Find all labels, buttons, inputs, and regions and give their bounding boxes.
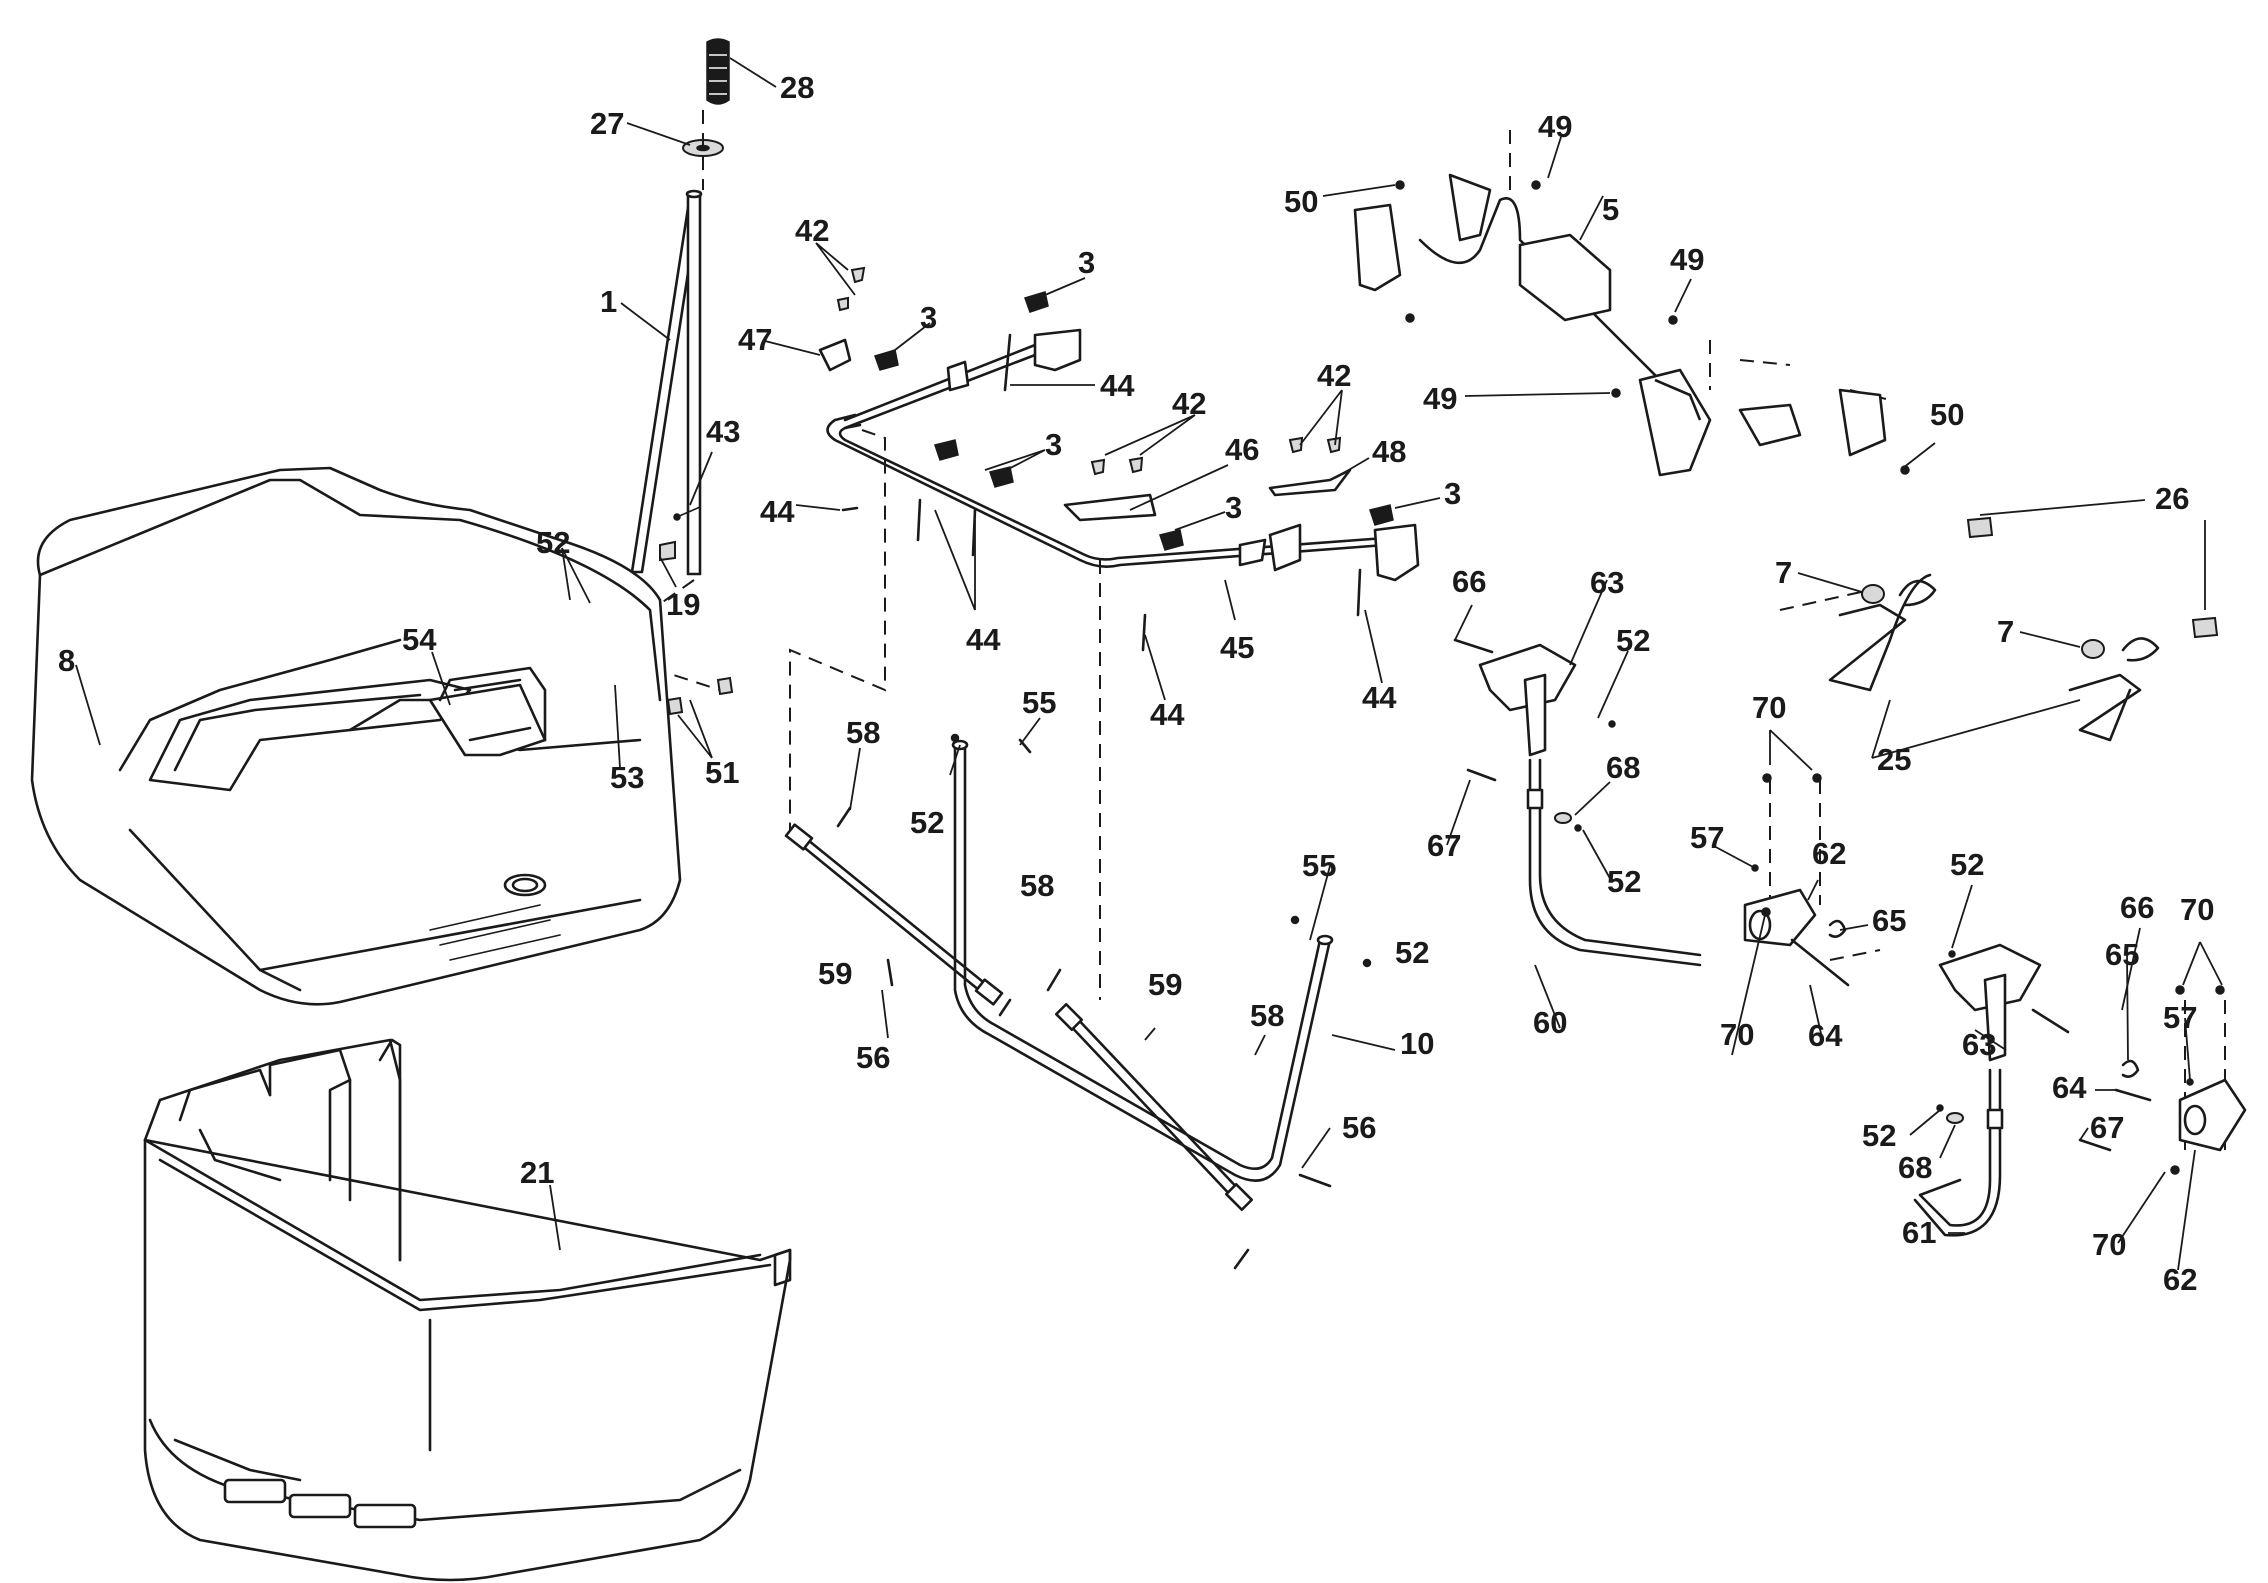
bag-frame-lower — [784, 739, 1334, 1212]
callout-3c: 3 — [1045, 427, 1062, 462]
callout-70c: 70 — [2180, 892, 2214, 927]
callout-65b: 65 — [2105, 937, 2139, 972]
callout-21: 21 — [520, 1155, 554, 1190]
callout-57a: 57 — [1690, 820, 1724, 855]
callout-58c: 58 — [1250, 998, 1284, 1033]
callout-59a: 59 — [818, 956, 852, 991]
callout-42b: 42 — [1172, 386, 1206, 421]
callout-70a: 70 — [1752, 690, 1786, 725]
callout-64b: 64 — [2052, 1070, 2087, 1105]
callout-3a: 3 — [1078, 245, 1095, 280]
callout-52c: 52 — [1395, 935, 1429, 970]
callout-59b: 59 — [1148, 967, 1182, 1002]
lift-lever-left — [1453, 638, 1850, 987]
callout-44d: 44 — [1150, 697, 1185, 732]
leader-lines — [75, 57, 2223, 1271]
callout-43: 43 — [706, 414, 740, 449]
callout-53: 53 — [610, 760, 644, 795]
callout-26: 26 — [2155, 481, 2189, 516]
frame-bolts — [836, 266, 1362, 652]
callout-60: 60 — [1533, 1005, 1567, 1040]
callout-67a: 67 — [1427, 828, 1461, 863]
callout-3b: 3 — [920, 300, 937, 335]
callout-68b: 68 — [1898, 1150, 1932, 1185]
spring-assembly — [1828, 516, 2219, 742]
callout-45: 45 — [1220, 630, 1254, 665]
callout-52f: 52 — [1950, 847, 1984, 882]
callout-44c: 44 — [966, 622, 1001, 657]
callout-56a: 56 — [856, 1040, 890, 1075]
callout-57b: 57 — [2163, 1000, 2197, 1035]
callout-27: 27 — [590, 106, 624, 141]
callout-62b: 62 — [2163, 1262, 2197, 1297]
callout-61: 61 — [1902, 1215, 1936, 1250]
callout-66b: 66 — [2120, 890, 2154, 925]
callout-66a: 66 — [1452, 564, 1486, 599]
callout-63a: 63 — [1590, 565, 1624, 600]
callout-50b: 50 — [1930, 397, 1964, 432]
callout-7b: 7 — [1997, 614, 2014, 649]
callouts: 28 27 1 43 52 19 54 8 53 51 21 42 3 47 3… — [58, 70, 2214, 1297]
callout-44a: 44 — [1100, 368, 1135, 403]
callout-70b: 70 — [1720, 1017, 1754, 1052]
callout-49a: 49 — [1538, 109, 1572, 144]
callout-47: 47 — [738, 322, 772, 357]
callout-55a: 55 — [1022, 685, 1056, 720]
callout-44e: 44 — [1362, 680, 1397, 715]
small-fasteners — [1608, 720, 2225, 1175]
callout-56b: 56 — [1342, 1110, 1376, 1145]
callout-42a: 42 — [795, 213, 829, 248]
callout-48: 48 — [1372, 434, 1406, 469]
callout-7a: 7 — [1775, 555, 1792, 590]
callout-1: 1 — [600, 284, 617, 319]
bag-frame-upper — [826, 328, 1420, 582]
callout-52b: 52 — [910, 805, 944, 840]
callout-65a: 65 — [1872, 903, 1906, 938]
callout-55b: 55 — [1302, 848, 1336, 883]
callout-54: 54 — [402, 622, 437, 657]
grass-catcher-bag — [143, 1038, 792, 1582]
callout-62a: 62 — [1812, 836, 1846, 871]
callout-8: 8 — [58, 643, 75, 678]
callout-25: 25 — [1877, 742, 1911, 777]
callout-49c: 49 — [1423, 381, 1457, 416]
callout-70d: 70 — [2092, 1227, 2126, 1262]
callout-64a: 64 — [1808, 1018, 1843, 1053]
shift-lever-assembly — [629, 38, 730, 626]
callout-3d: 3 — [1225, 490, 1242, 525]
callout-58a: 58 — [846, 715, 880, 750]
callout-52g: 52 — [1862, 1118, 1896, 1153]
callout-10: 10 — [1400, 1026, 1434, 1061]
callout-52d: 52 — [1616, 623, 1650, 658]
callout-19: 19 — [666, 587, 700, 622]
callout-5: 5 — [1602, 192, 1619, 227]
callout-42c: 42 — [1317, 358, 1351, 393]
callout-50a: 50 — [1284, 184, 1318, 219]
rear-bracket-assembly — [1353, 173, 1910, 477]
callout-58b: 58 — [1020, 868, 1054, 903]
callout-67b: 67 — [2090, 1110, 2124, 1145]
callout-28: 28 — [780, 70, 814, 105]
callout-51: 51 — [705, 755, 739, 790]
frame-clips — [874, 291, 1394, 551]
callout-49b: 49 — [1670, 242, 1704, 277]
callout-52: 52 — [536, 525, 570, 560]
callout-3e: 3 — [1444, 476, 1461, 511]
lift-lever-right — [1913, 943, 2247, 1237]
callout-63b: 63 — [1962, 1027, 1996, 1062]
frame-brackets — [818, 338, 1352, 522]
callout-52e: 52 — [1607, 864, 1641, 899]
callout-68a: 68 — [1606, 750, 1640, 785]
fender-cover — [30, 466, 682, 1006]
callout-46: 46 — [1225, 432, 1259, 467]
seat-adjuster-handle — [428, 666, 547, 757]
callout-44b: 44 — [760, 494, 795, 529]
